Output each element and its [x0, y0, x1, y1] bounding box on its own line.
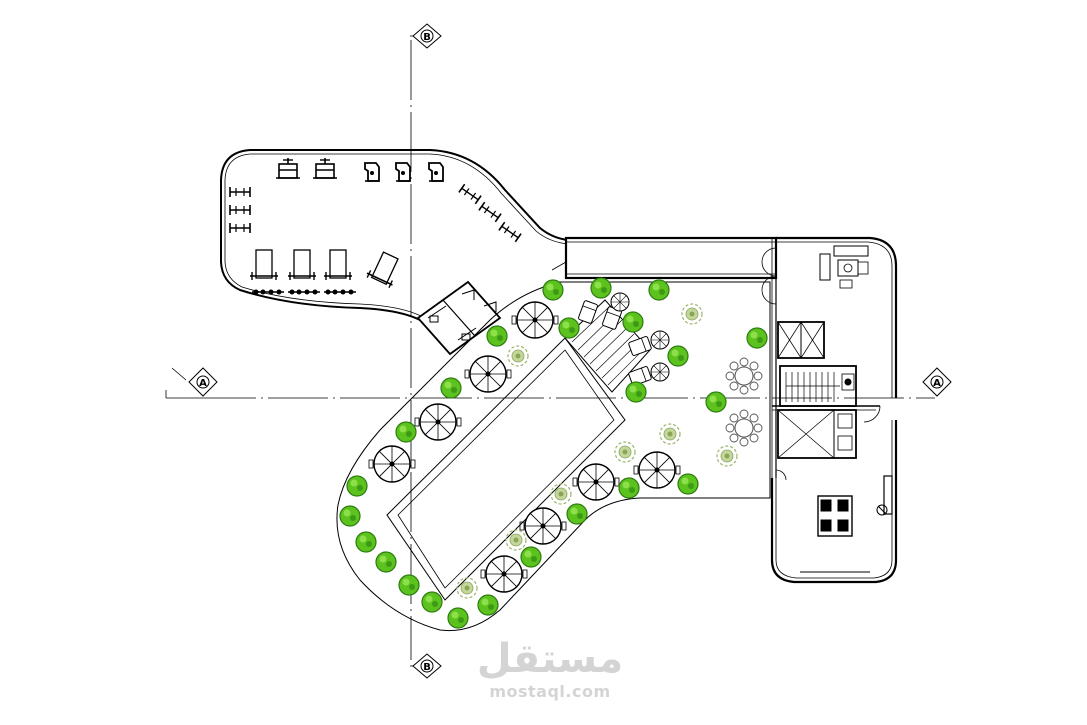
- grid-bubble-b-bottom: B: [412, 653, 442, 679]
- watermark-domain-text: mostaql.com: [489, 682, 611, 701]
- restroom-block: [416, 280, 502, 356]
- grid-label-a-right: A: [933, 378, 941, 389]
- watermark-logo: مستقل mostaql.com: [470, 636, 630, 701]
- cafe-tables: [725, 357, 763, 447]
- corridor: [551, 236, 778, 280]
- grid-bubble-b-top: B: [412, 23, 442, 49]
- swimming-pool: [386, 337, 626, 601]
- grid-label-b-top: B: [423, 32, 431, 43]
- building: [761, 236, 898, 584]
- grid-bubble-a-right: A: [922, 367, 952, 397]
- watermark-arabic-text: مستقل: [476, 636, 624, 682]
- grid-label-a-left: A: [199, 378, 207, 389]
- grid-bubble-a-left: A: [188, 367, 218, 397]
- gym-equipment: [229, 157, 522, 296]
- staircase: [779, 365, 857, 407]
- elevator-shafts: [777, 321, 857, 459]
- lounge-seating: [819, 245, 869, 289]
- shrubs: [456, 303, 738, 599]
- grid-axes: [165, 35, 935, 667]
- dining-table: [817, 495, 853, 537]
- sun-loungers: [577, 292, 670, 387]
- grid-label-b-bottom: B: [423, 662, 431, 673]
- reception-desk: [876, 475, 893, 516]
